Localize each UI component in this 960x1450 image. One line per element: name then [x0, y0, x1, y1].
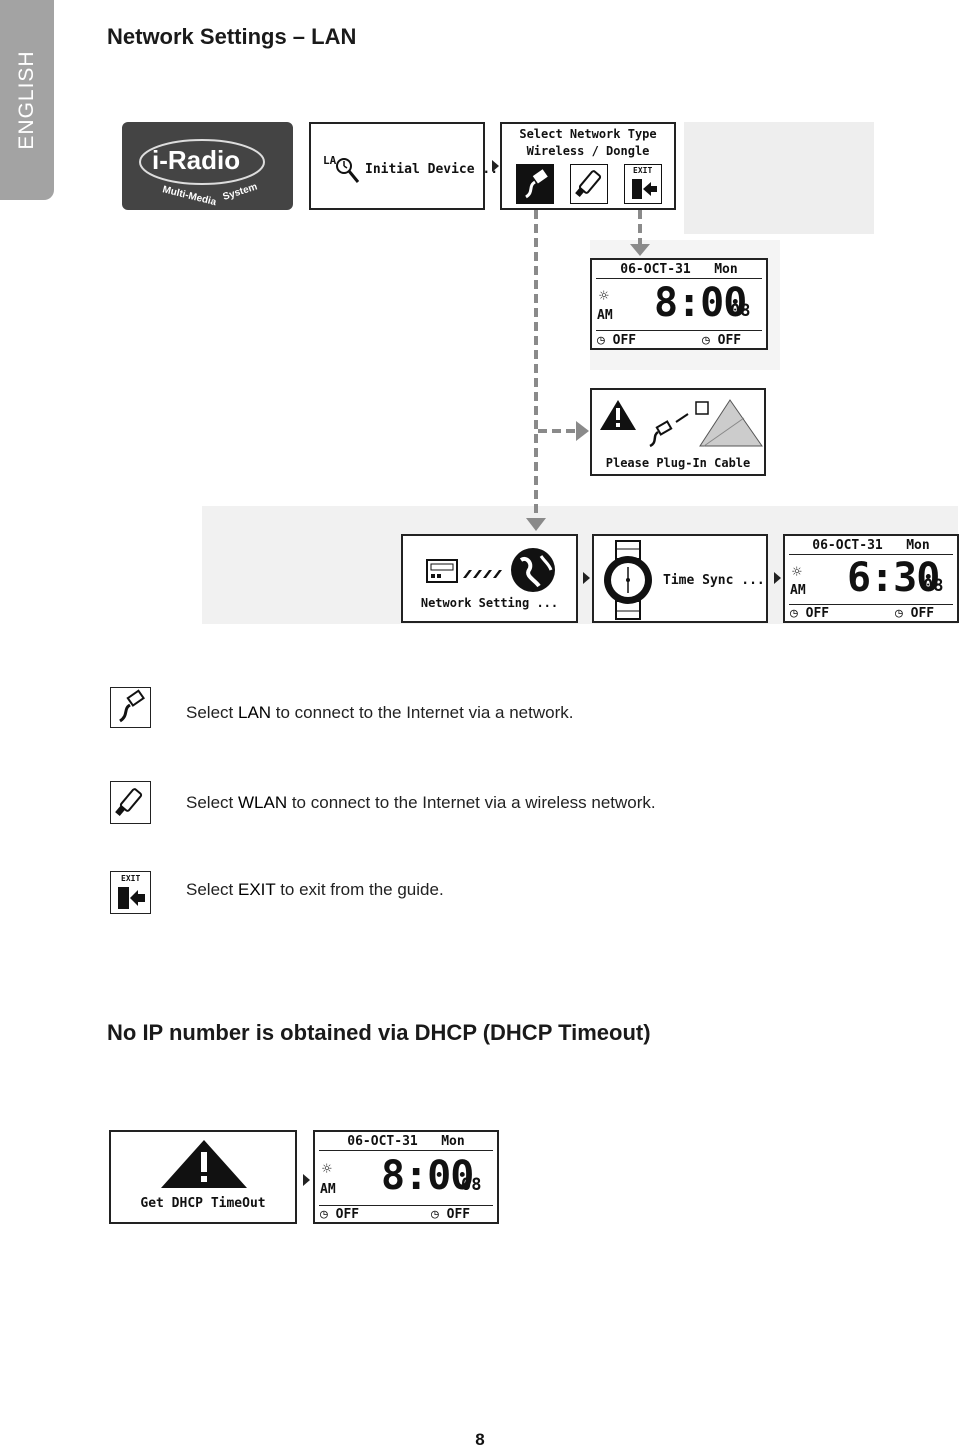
arrow-down-icon [630, 244, 650, 256]
wlan-dongle-icon [115, 788, 143, 816]
svg-text:Multi-Media: Multi-Media [161, 184, 217, 208]
network-setting-screen: Network Setting ... [401, 534, 578, 623]
lan-option-icon [110, 687, 151, 728]
alarm2-status: ◷ OFF [431, 1207, 471, 1222]
svg-text:i-Radio: i-Radio [152, 145, 240, 175]
alarm1-status: ◷ OFF [790, 606, 830, 621]
clock-screen: 06-OCT-31 Mon ☼ AM 8:00 08 ◷ OFF ◷ OFF [313, 1130, 499, 1224]
network-type-screen: Select Network Type Wireless / Dongle EX… [500, 122, 676, 210]
exit-door-icon [118, 887, 145, 909]
wlan-dongle-icon [575, 170, 602, 197]
clock-ampm: AM [597, 308, 613, 323]
sun-icon: ☼ [599, 286, 609, 305]
page-title: Network Settings – LAN [107, 24, 357, 49]
time-sync-label: Time Sync ... [663, 573, 765, 588]
wlan-option-icon [110, 781, 151, 824]
network-globe-icon [426, 548, 555, 592]
svg-text:System: System [222, 181, 259, 202]
wlan-option[interactable] [570, 164, 608, 204]
clock-time: 8:00 [381, 1153, 474, 1199]
clock-ampm: AM [320, 1182, 336, 1197]
next-arrow-icon [774, 572, 781, 584]
clock-screen: 06-OCT-31 Mon ☼ AM 6:30 08 ◷ OFF ◷ OFF [783, 534, 959, 623]
lan-prefix: LA [323, 154, 337, 167]
scan-shade [684, 122, 874, 234]
page-number: 8 [475, 1430, 485, 1449]
exit-option-icon: EXIT [110, 871, 151, 914]
wlan-description: Select WLAN to connect to the Internet v… [186, 793, 656, 812]
clock-seconds: 08 [461, 1175, 482, 1195]
exit-label: EXIT [633, 166, 653, 175]
next-arrow-icon [492, 160, 499, 172]
alarm2-status: ◷ OFF [895, 606, 935, 621]
i-radio-logo: i-Radio Multi-Media System [122, 122, 293, 210]
section-title: No IP number is obtained via DHCP (DHCP … [107, 1020, 651, 1045]
clock-seconds: 08 [923, 576, 944, 596]
clock-seconds: 08 [730, 301, 751, 321]
sun-icon: ☼ [792, 562, 802, 581]
wristwatch-icon [604, 540, 652, 620]
exit-option[interactable]: EXIT [624, 164, 662, 204]
warning-icon [600, 400, 636, 430]
initial-device-label: Initial Device ... [365, 162, 506, 177]
lan-description: Select LAN to connect to the Internet vi… [186, 703, 574, 722]
plug-cable-label: Please Plug-In Cable [605, 456, 751, 470]
dhcp-timeout-screen: Get DHCP TimeOut [109, 1130, 297, 1224]
clock-time: 6:30 [847, 555, 940, 601]
lan-cable-icon [525, 169, 548, 199]
lan-option-selected[interactable] [516, 164, 554, 204]
alarm2-status: ◷ OFF [702, 333, 742, 348]
exit-door-icon [632, 179, 657, 199]
network-setting-label: Network Setting ... [420, 596, 559, 610]
exit-label: EXIT [121, 874, 141, 883]
clock-ampm: AM [790, 583, 806, 598]
router-cable-icon [649, 399, 763, 448]
next-arrow-icon [583, 572, 590, 584]
plug-cable-screen: Please Plug-In Cable [590, 388, 766, 476]
exit-description: Select EXIT to exit from the guide. [186, 880, 444, 899]
clock-date: 06-OCT-31 Mon [347, 1134, 465, 1149]
arrow-right-icon [576, 421, 589, 441]
next-arrow-icon [303, 1174, 310, 1186]
arrow-down-icon [526, 518, 546, 531]
clock-screen: 06-OCT-31 Mon ☼ AM 8:00 08 ◷ OFF ◷ OFF [590, 258, 768, 350]
clock-time: 8:00 [654, 280, 747, 326]
dhcp-timeout-label: Get DHCP TimeOut [140, 1196, 266, 1211]
warning-icon [161, 1140, 247, 1188]
time-sync-screen: Time Sync ... [592, 534, 768, 623]
clock-date: 06-OCT-31 Mon [620, 262, 738, 277]
alarm1-status: ◷ OFF [597, 333, 637, 348]
alarm1-status: ◷ OFF [320, 1207, 360, 1222]
clock-date: 06-OCT-31 Mon [812, 538, 930, 553]
initial-device-screen: LA Initial Device ... [309, 122, 506, 210]
language-tab: ENGLISH [0, 0, 54, 200]
sun-icon: ☼ [322, 1159, 332, 1178]
lan-cable-icon [119, 689, 145, 723]
magnifier-icon [336, 158, 360, 183]
network-type-line1: Select Network Type [519, 127, 657, 141]
network-type-line2: Wireless / Dongle [526, 144, 650, 158]
